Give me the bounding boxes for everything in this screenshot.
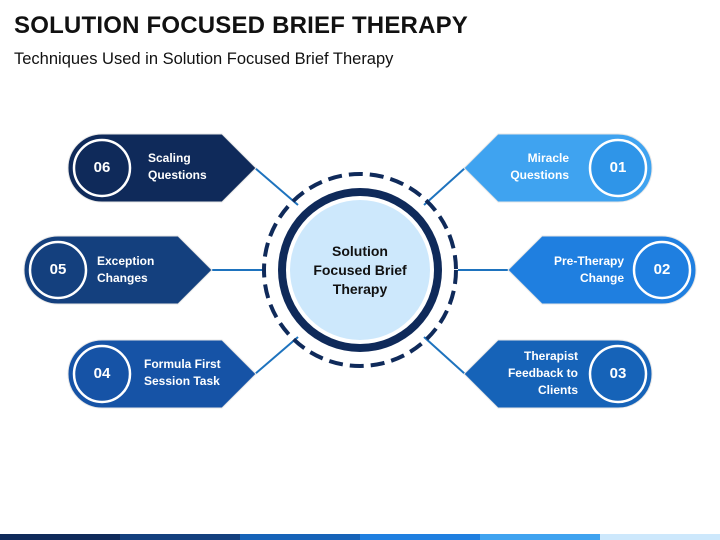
item-03-shape [463, 339, 653, 409]
item-01-label-line: Questions [510, 168, 569, 182]
bottom-bar-segment [120, 534, 240, 540]
item-06-shape [67, 133, 257, 203]
item-02-label: Pre-Therapy Change [504, 253, 624, 287]
item-01-label: Miracle Questions [449, 150, 569, 184]
item-03-label-line: Feedback to [507, 366, 578, 380]
item-02-number: 02 [653, 261, 671, 278]
item-05-label-line: Changes [97, 271, 148, 285]
item-02-label-line: Pre-Therapy [553, 254, 624, 268]
item-04-shape [67, 339, 257, 409]
center-label: Solution Focused Brief Therapy [290, 242, 430, 299]
center-hub [262, 172, 458, 368]
connector-04 [254, 336, 299, 375]
item-04-label-line: Formula First [144, 357, 221, 371]
bottom-bar-segment [360, 534, 480, 540]
item-03-number: 03 [609, 365, 627, 382]
bottom-bar-segment [240, 534, 360, 540]
item-03-label-line: Therapist [523, 349, 578, 363]
item-01-label-line: Miracle [527, 151, 569, 165]
center-circle [290, 200, 430, 340]
item-04-number: 04 [93, 365, 111, 382]
item-05-shape [23, 235, 213, 305]
item-05-number: 05 [49, 261, 67, 278]
item-02-shape [507, 235, 697, 305]
item-06-label-line: Questions [148, 168, 207, 182]
page-title: SOLUTION FOCUSED BRIEF THERAPY [14, 12, 469, 39]
item-01-number: 01 [609, 159, 627, 176]
bottom-bar-segment [0, 534, 120, 540]
item-02-label-line: Change [579, 271, 624, 285]
bottom-bar-segment [600, 534, 720, 540]
page-subtitle: Techniques Used in Solution Focused Brie… [14, 50, 394, 68]
item-03-label: Therapist Feedback to Clients [458, 348, 578, 399]
item-06-label: Scaling Questions [148, 150, 268, 184]
bottom-bar-segment [480, 534, 600, 540]
connector-lines [210, 167, 510, 375]
connector-01 [423, 167, 466, 206]
item-05-label-line: Exception [97, 254, 155, 268]
item-03-label-line: Clients [537, 383, 578, 397]
item-05-label: Exception Changes [97, 253, 217, 287]
item-04-label: Formula First Session Task [144, 356, 264, 390]
item-06-number: 06 [93, 159, 111, 176]
item-06-label-line: Scaling [148, 151, 191, 165]
outer-dashed-ring [262, 172, 458, 368]
connector-03 [423, 336, 466, 375]
item-04-label-line: Session Task [144, 374, 220, 388]
center-label-line: Solution [332, 243, 388, 259]
bottom-color-bar [0, 534, 720, 540]
center-label-line: Therapy [332, 281, 388, 297]
center-label-line: Focused Brief [313, 262, 407, 278]
connector-06 [254, 167, 299, 206]
item-01-shape [463, 133, 653, 203]
